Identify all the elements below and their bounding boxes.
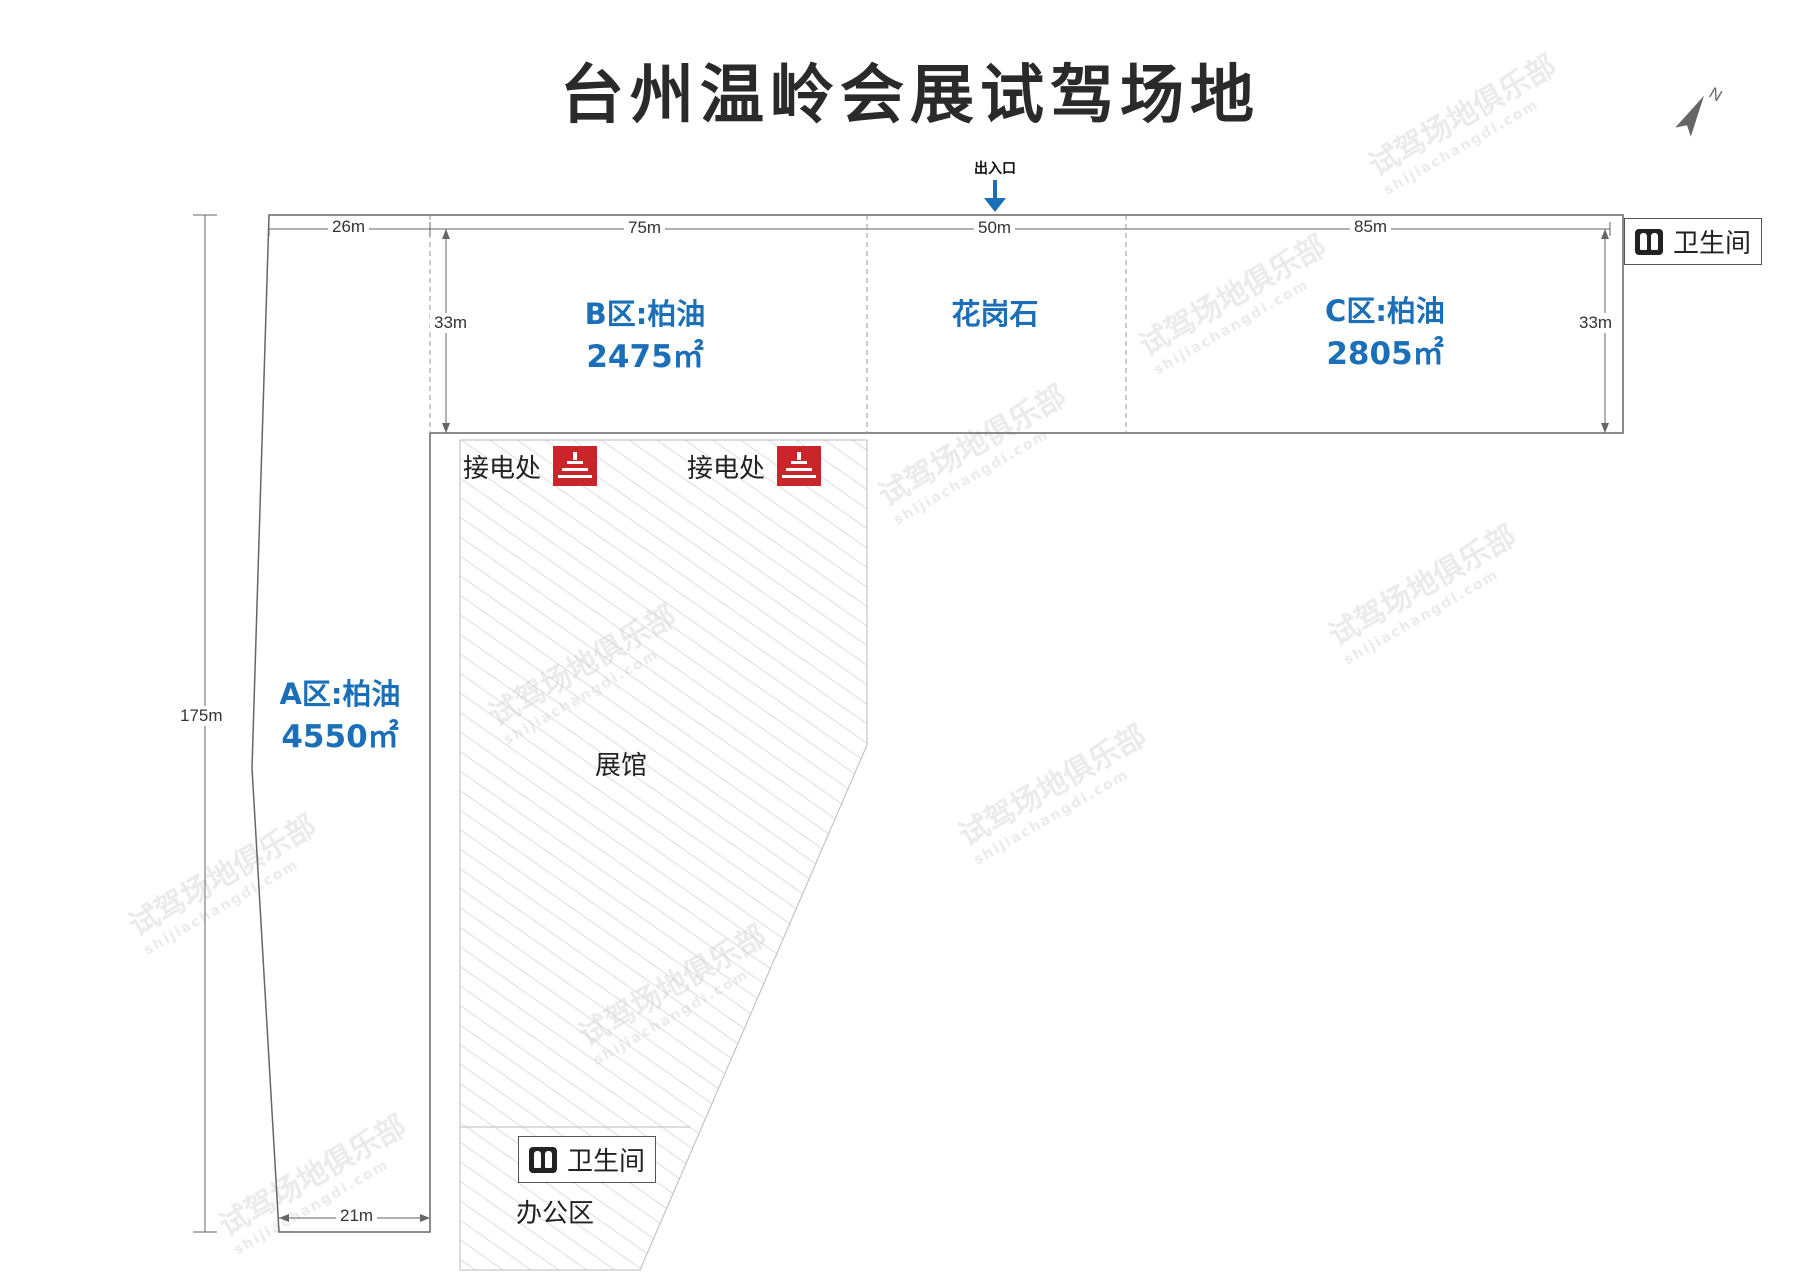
exhibition-hall-area	[459, 439, 868, 1271]
dim-top-c: 85m	[1350, 217, 1392, 237]
power-supply-1-label: 接电处	[463, 453, 542, 484]
zone-c-name: C区:柏油	[1325, 294, 1445, 328]
venue-boundary	[251, 214, 1624, 1233]
entrance-label: 出入口	[974, 161, 1016, 177]
power-supply-2-label: 接电处	[687, 453, 766, 484]
restroom-icon	[529, 1146, 557, 1173]
dim-height-c: 33m	[1575, 313, 1617, 333]
restroom-top-label: 卫生间	[1673, 229, 1752, 259]
dim-top-b: 75m	[624, 218, 666, 238]
page-title: 台州温岭会展试驾场地	[560, 59, 1260, 133]
dim-height-b: 33m	[430, 313, 472, 333]
dim-height-total: 175m	[176, 706, 227, 726]
zone-granite-name: 花岗石	[951, 297, 1039, 331]
zone-a-area: 4550㎡	[281, 719, 399, 756]
restroom-top: 卫生间	[1624, 218, 1763, 265]
arrow-down-icon	[984, 180, 1006, 212]
office-area-label: 办公区	[516, 1199, 595, 1229]
restroom-bottom: 卫生间	[518, 1136, 657, 1183]
restroom-bottom-label: 卫生间	[567, 1147, 646, 1177]
power-supply-icon	[553, 446, 598, 486]
compass-icon	[1675, 95, 1704, 137]
zone-a-name: A区:柏油	[279, 677, 401, 711]
power-supply-2: 接电处	[687, 446, 822, 486]
dim-top-granite: 50m	[974, 218, 1016, 238]
exhibition-hall-label: 展馆	[595, 751, 648, 781]
zone-granite: 花岗石	[880, 293, 1110, 335]
zone-c-area: 2805㎡	[1326, 336, 1444, 373]
zone-b: B区:柏油 2475㎡	[520, 293, 770, 380]
zone-b-area: 2475㎡	[586, 339, 704, 376]
zone-b-name: B区:柏油	[584, 297, 706, 331]
dim-bottom-a: 21m	[336, 1206, 378, 1226]
zone-c: C区:柏油 2805㎡	[1260, 290, 1510, 377]
restroom-icon	[1635, 228, 1663, 255]
zone-a: A区:柏油 4550㎡	[255, 673, 425, 760]
power-supply-icon	[777, 446, 822, 486]
power-supply-1: 接电处	[463, 446, 598, 486]
dim-top-a: 26m	[328, 217, 370, 237]
svg-text:N: N	[1706, 85, 1725, 106]
